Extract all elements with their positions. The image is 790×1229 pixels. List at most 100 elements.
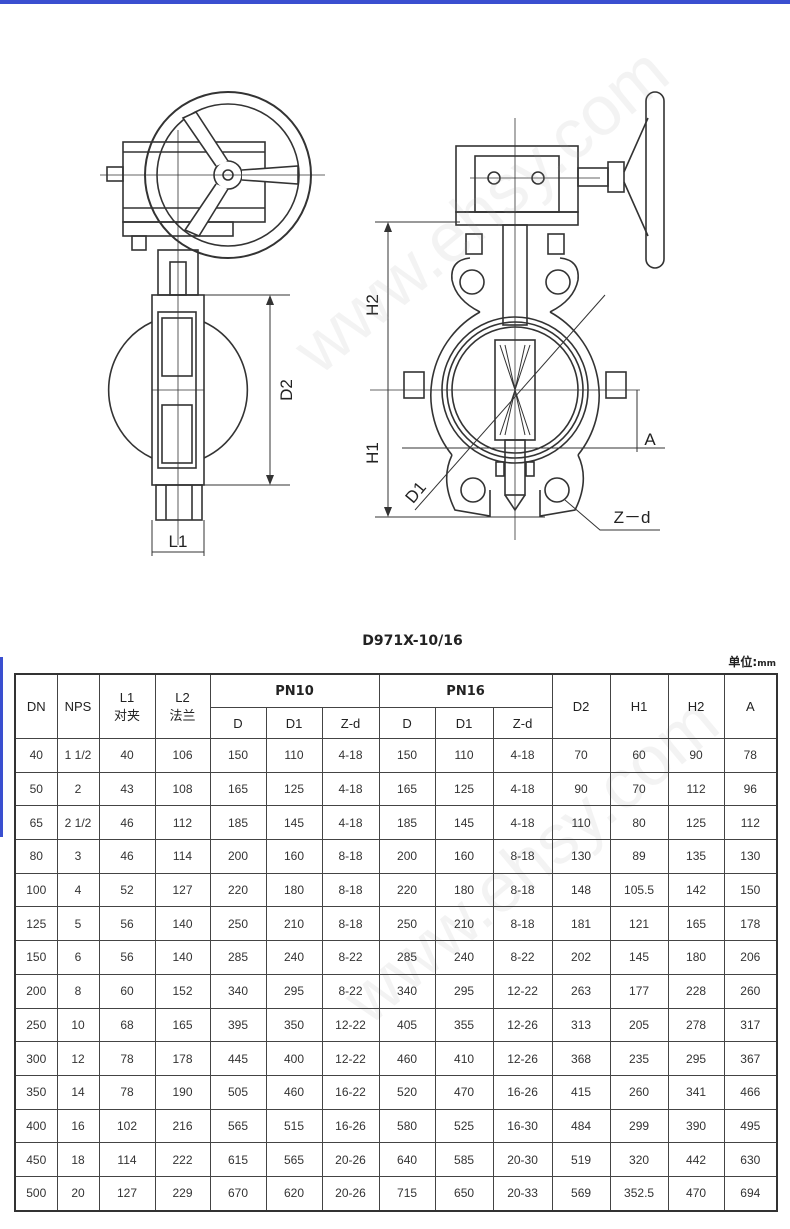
cell-l1: 114 [98,1142,156,1177]
cell-pn16-d: 715 [378,1175,436,1212]
cell-a: 78 [723,738,778,773]
cell-h1: 60 [609,738,669,773]
cell-pn10-d1: 240 [265,940,323,975]
cell-h1: 260 [609,1074,669,1110]
cell-l1: 127 [98,1175,156,1212]
cell-pn10-d1: 565 [265,1142,323,1177]
cell-h2: 341 [667,1074,725,1110]
header-pn16-zd: Z-d [492,707,553,739]
cell-pn16-d1: 295 [434,973,494,1009]
cell-d2: 415 [551,1074,611,1110]
header-pn16-d: D [378,707,436,739]
cell-pn16-d1: 585 [434,1142,494,1177]
cell-pn16-d: 200 [378,839,436,874]
cell-pn10-d: 445 [209,1041,267,1076]
cell-pn16-zd: 8-18 [492,839,553,874]
cell-pn16-zd: 4-18 [492,805,553,841]
cell-h1: 89 [609,839,669,874]
cell-pn10-d1: 180 [265,872,323,908]
cell-d2: 70 [551,738,611,773]
cell-d2: 313 [551,1007,611,1043]
cell-l1: 78 [98,1074,156,1110]
cell-a: 495 [723,1108,778,1144]
cell-h2: 125 [667,805,725,841]
cell-pn16-d: 250 [378,906,436,942]
cell-a: 466 [723,1074,778,1110]
cell-pn10-d1: 350 [265,1007,323,1043]
cell-pn16-d: 520 [378,1074,436,1110]
cell-l1: 56 [98,906,156,942]
cell-h2: 142 [667,872,725,908]
header-pn10-zd: Z-d [321,707,380,739]
header-row-2: D D1 Z-d D D1 Z-d [15,707,777,739]
cell-pn10-d: 250 [209,906,267,942]
cell-nps: 14 [56,1074,100,1110]
cell-h2: 278 [667,1007,725,1043]
cell-pn10-d1: 110 [265,738,323,773]
cell-l2: 108 [154,771,211,807]
cell-nps: 6 [56,940,100,975]
left-border [0,657,3,837]
cell-pn10-d: 615 [209,1142,267,1177]
cell-a: 150 [723,872,778,908]
side-view [370,91,665,540]
header-pn10-d1: D1 [265,707,323,739]
cell-l1: 52 [98,872,156,908]
cell-l1: 56 [98,940,156,975]
cell-a: 317 [723,1007,778,1043]
cell-pn16-d: 220 [378,872,436,908]
cell-pn16-d1: 110 [434,738,494,773]
cell-pn10-zd: 8-22 [321,973,380,1009]
cell-h1: 177 [609,973,669,1009]
cell-dn: 150 [14,940,58,975]
cell-pn16-d: 640 [378,1142,436,1177]
cell-pn16-d: 340 [378,973,436,1009]
cell-pn16-d: 165 [378,771,436,807]
cell-pn16-zd: 12-26 [492,1041,553,1076]
cell-pn10-zd: 8-18 [321,839,380,874]
cell-h2: 180 [667,940,725,975]
cell-pn16-d: 185 [378,805,436,841]
cell-pn10-d1: 295 [265,973,323,1009]
header-l2-sub: 法兰 [169,707,196,723]
cell-pn10-d: 565 [209,1108,267,1144]
valve-drawing: D2 L1 [0,0,790,600]
model-title: D971X-10/16 [362,633,463,649]
cell-pn16-zd: 16-26 [492,1074,553,1110]
cell-pn10-zd: 20-26 [321,1142,380,1177]
cell-pn10-zd: 12-22 [321,1007,380,1043]
cell-nps: 20 [56,1175,100,1212]
cell-pn16-zd: 20-33 [492,1175,553,1212]
cell-a: 694 [723,1175,778,1212]
cell-pn10-d: 220 [209,872,267,908]
cell-pn10-d: 505 [209,1074,267,1110]
cell-pn10-d: 285 [209,940,267,975]
d2-label: D2 [277,379,296,401]
cell-nps: 4 [56,872,100,908]
cell-l2: 127 [154,872,211,908]
cell-pn10-d: 670 [209,1175,267,1212]
cell-pn10-zd: 12-22 [321,1041,380,1076]
cell-d2: 181 [551,906,611,942]
cell-pn16-d1: 160 [434,839,494,874]
cell-nps: 8 [56,973,100,1009]
cell-h1: 205 [609,1007,669,1043]
cell-pn16-zd: 8-18 [492,872,553,908]
cell-pn10-zd: 4-18 [321,805,380,841]
unit-suffix: mm [757,659,776,669]
cell-pn10-zd: 8-18 [321,872,380,908]
cell-l1: 40 [98,738,156,773]
cell-l1: 68 [98,1007,156,1043]
